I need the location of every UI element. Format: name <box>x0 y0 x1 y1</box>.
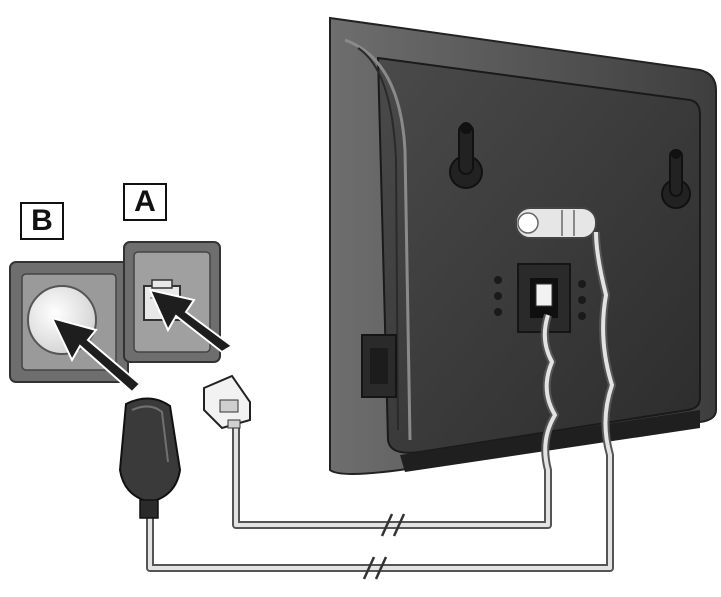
socket-a-label: A <box>123 183 167 221</box>
cable-break-mark-power <box>362 556 388 580</box>
vent-dots-right <box>578 280 586 320</box>
cables <box>146 231 616 580</box>
power-adapter <box>118 397 182 519</box>
wall-mount-hole-right <box>661 149 691 209</box>
vent-dots-left <box>494 276 502 316</box>
base-station-back-panel <box>376 56 701 454</box>
cable-break-mark-phone <box>380 513 406 537</box>
wall-mount-hole-left <box>449 122 483 189</box>
phone-plug <box>203 374 251 430</box>
insert-arrow-phone <box>148 288 234 354</box>
base-station <box>329 16 717 475</box>
base-station-foot <box>400 410 700 472</box>
base-station-side-edge <box>344 38 412 441</box>
device-power-plug <box>515 207 597 239</box>
socket-b-label: B <box>20 202 64 240</box>
insert-arrow-power <box>50 316 142 394</box>
